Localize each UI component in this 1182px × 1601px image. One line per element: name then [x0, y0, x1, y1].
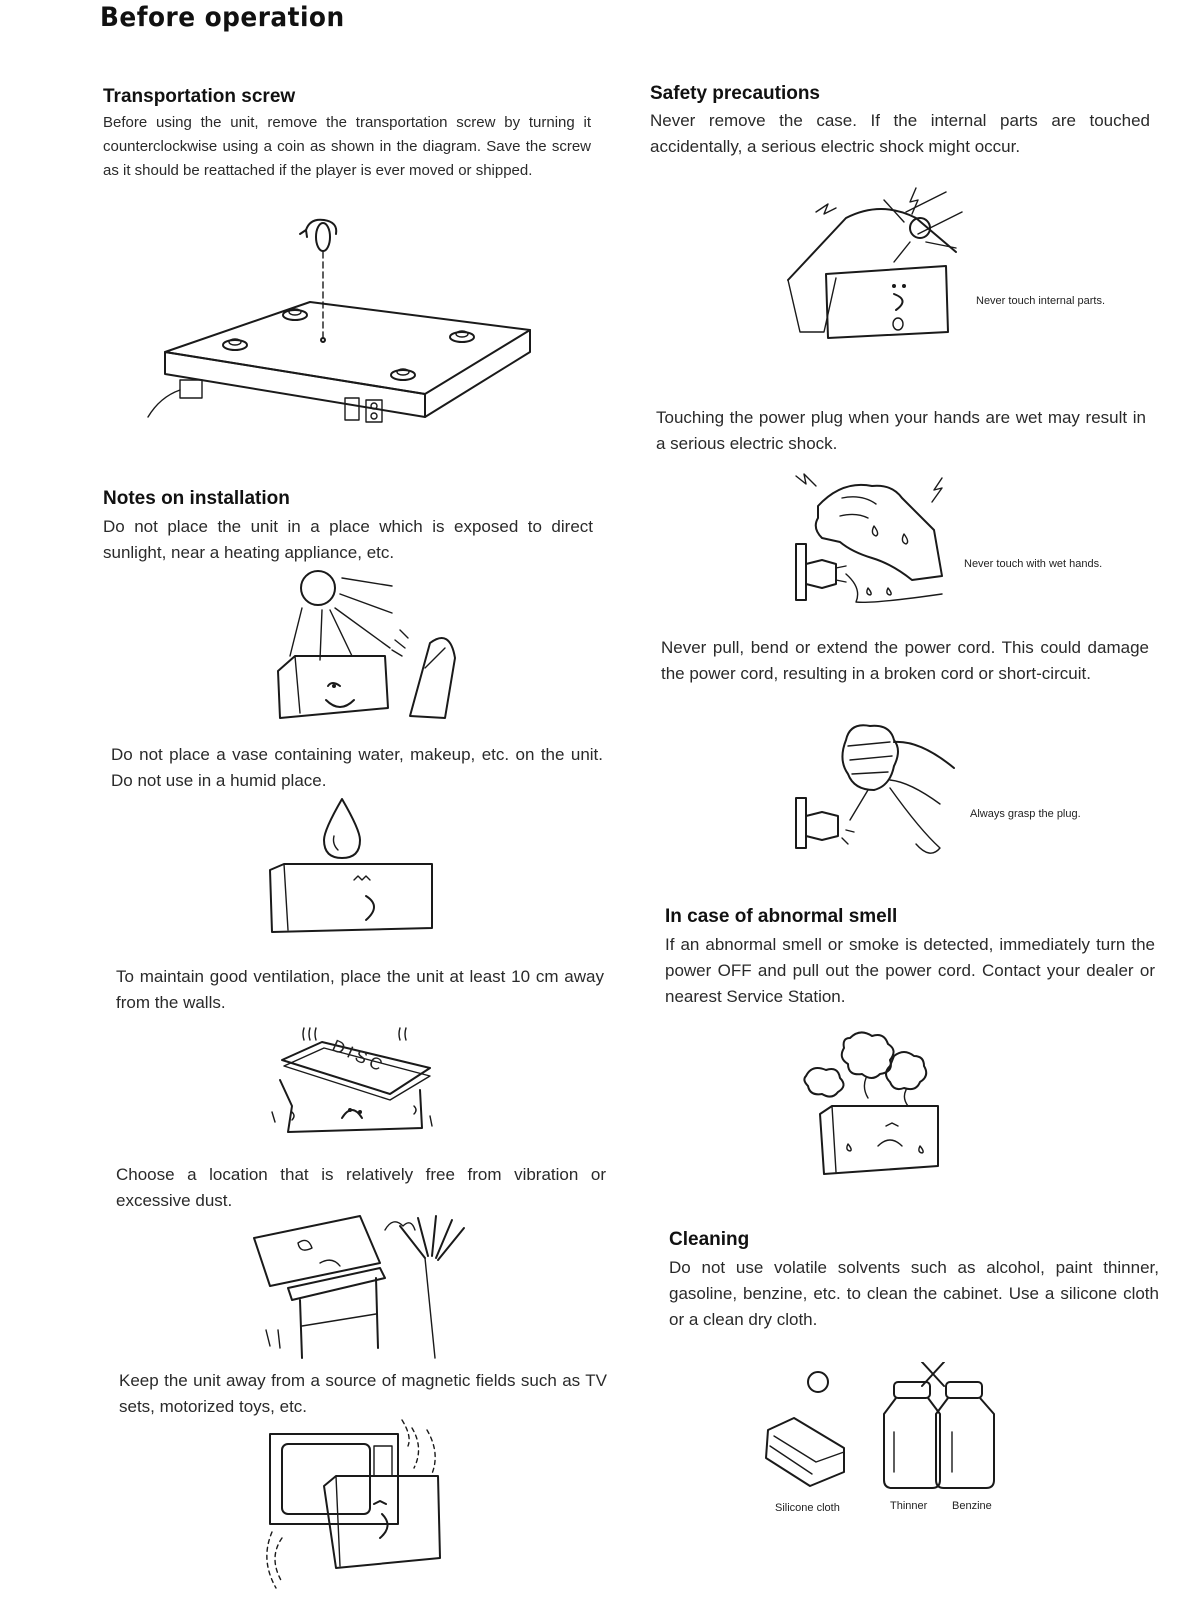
vibration-text: Choose a location that is relatively fre…: [116, 1165, 606, 1210]
smoke-icon: [798, 1030, 958, 1176]
vase-text: Do not place a vase containing water, ma…: [111, 745, 603, 790]
sun-heat-icon: [260, 568, 480, 738]
water-drop-icon: [262, 796, 442, 938]
safety-case-text: Never remove the case. If the internal p…: [650, 111, 1150, 156]
wet-hands-text: Touching the power plug when your hands …: [656, 408, 1146, 453]
ventilation-text: To maintain good ventilation, place the …: [116, 967, 604, 1012]
transportation-screw-text: Before using the unit, remove the transp…: [103, 114, 591, 179]
cleaning-text: Do not use volatile solvents such as alc…: [669, 1258, 1159, 1329]
notes-installation-heading: Notes on installation: [103, 488, 290, 509]
abnormal-smell-text: If an abnormal smell or smoke is detecte…: [665, 935, 1155, 1006]
grasp-plug-icon: [790, 720, 960, 860]
wet-hand-icon: [792, 468, 957, 608]
coin-turning-screw-icon: [140, 212, 550, 462]
label-benzine: Benzine: [952, 1500, 992, 1512]
cleaning-bottles-icon: [760, 1362, 1010, 1492]
label-thinner: Thinner: [890, 1500, 928, 1512]
page-title: Before operation: [100, 2, 345, 33]
ventilation-icon: [262, 1020, 442, 1142]
power-cord-text: Never pull, bend or extend the power cor…: [661, 638, 1149, 683]
caption-wet: Never touch with wet hands.: [964, 558, 1103, 570]
abnormal-smell-heading: In case of abnormal smell: [665, 906, 898, 927]
sunlight-text: Do not place the unit in a place which i…: [103, 517, 593, 562]
caption-plug: Always grasp the plug.: [970, 808, 1081, 820]
label-silicone-cloth: Silicone cloth: [775, 1502, 840, 1514]
electric-shock-icon: [786, 182, 966, 340]
safety-precautions-heading: Safety precautions: [650, 83, 820, 104]
transportation-screw-heading: Transportation screw: [103, 86, 296, 107]
magnetic-text: Keep the unit away from a source of magn…: [119, 1371, 607, 1416]
cleaning-heading: Cleaning: [669, 1229, 750, 1250]
magnetic-tv-icon: [262, 1418, 462, 1600]
caption-internal: Never touch internal parts.: [976, 295, 1106, 307]
vibration-duster-icon: [240, 1208, 470, 1363]
